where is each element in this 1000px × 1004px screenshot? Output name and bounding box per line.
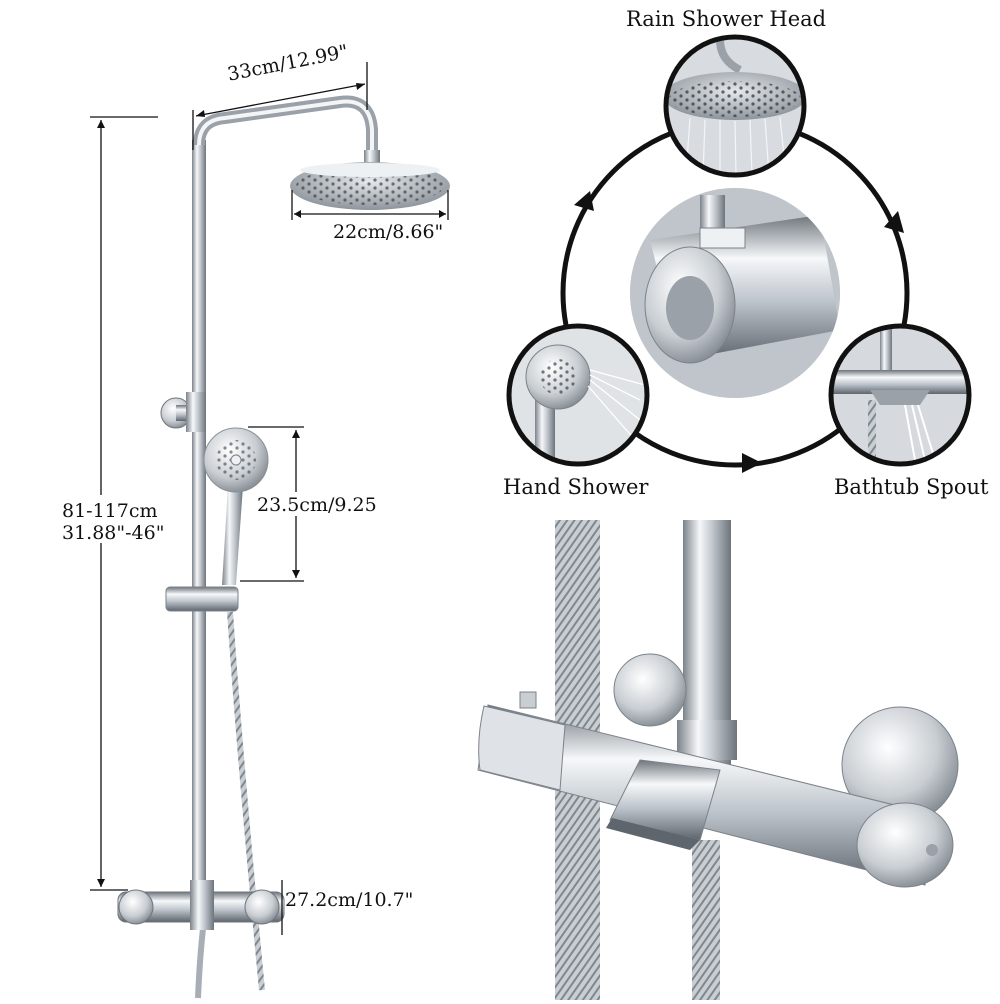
bathtub-spout-label: Bathtub Spout <box>834 475 989 499</box>
riser-pipe <box>192 140 206 900</box>
cycle-arrow-right <box>884 211 904 233</box>
dimension-arrows <box>97 83 446 887</box>
hand-shower-length-label: 23.5cm/9.25 <box>257 494 377 516</box>
height-in-label: 31.88"-46" <box>62 522 165 544</box>
dimension-lines <box>90 62 449 935</box>
mixer-width-label: 27.2cm/10.7" <box>285 889 414 911</box>
rain-shower-head-label: Rain Shower Head <box>626 7 827 31</box>
hand-shower-handle <box>222 486 243 585</box>
hand-shower-thumb <box>506 323 650 467</box>
cycle-arrow-bottom <box>742 453 762 473</box>
bathtub-spout-thumb <box>828 323 972 467</box>
shower-system-drawing <box>117 95 450 999</box>
height-cm-label: 81-117cm <box>62 500 158 522</box>
thermostat-thumb <box>630 188 840 398</box>
shower-arm-highlight <box>197 99 374 160</box>
head-diameter-label: 22cm/8.66" <box>333 221 444 243</box>
mixer-closeup <box>477 520 959 1000</box>
function-diagram <box>506 34 972 473</box>
hose <box>227 611 265 991</box>
cycle-arrow-left <box>574 191 594 211</box>
slide-holder <box>165 586 239 612</box>
rain-head-thumb <box>663 34 807 178</box>
hand-shower-label: Hand Shower <box>503 475 649 499</box>
